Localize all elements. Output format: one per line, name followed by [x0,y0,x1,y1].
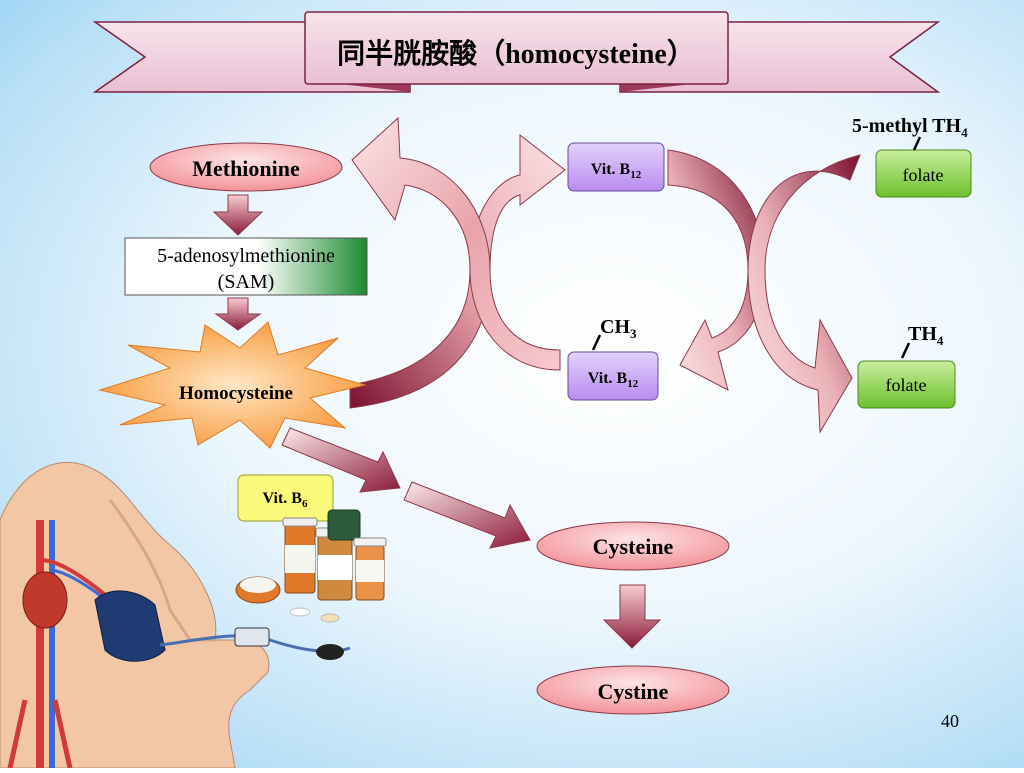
methyl-th4-label-group: 5-methyl TH4 [852,115,968,151]
homocysteine-label: Homocysteine [179,383,293,404]
blood-pressure-cuff [94,590,166,662]
svg-text:5-methyl TH4: 5-methyl TH4 [852,115,968,140]
th4-sub: 4 [937,333,944,348]
svg-text:TH4: TH4 [908,323,944,348]
arrow-homocysteine-to-vitb6 [281,427,401,493]
curved-arrow-to-vitb12-bottom [667,149,766,391]
svg-text:Vit. B12: Vit. B12 [588,370,639,390]
sam-label-line2: (SAM) [218,271,275,293]
cycle-arrows [349,116,861,434]
arrow-vitb6-to-cysteine [403,481,531,549]
folate-top-box: folate [875,149,972,198]
arrow-cysteine-to-cystine [602,584,662,649]
arrow-methionine-to-sam [212,194,264,236]
methionine-label: Methionine [192,156,300,181]
folate-bottom-box: folate [857,360,956,409]
vitb12-bottom-sub: 12 [627,378,639,390]
down-arrows [212,194,662,649]
vitb12-bottom-box: Vit. B12 [567,351,659,401]
vitb6-sub: 6 [302,498,308,510]
sam-node: 5-adenosylmethionine (SAM) [124,237,368,296]
folate-top-label: folate [903,165,944,185]
vitb12-top-sub: 12 [630,169,642,181]
svg-text:CH3: CH3 [600,316,637,341]
vitb12-bottom-label: Vit. B [588,370,628,387]
cystine-node: Cystine [536,665,730,715]
cysteine-label: Cysteine [593,534,674,559]
page-title: 同半胱胺酸（homocysteine） [337,37,695,70]
curved-arrow-to-vitb12 [349,133,566,409]
cystine-label: Cystine [598,679,669,704]
svg-text:Vit. B12: Vit. B12 [591,161,642,181]
transsulfuration-arrows [281,427,531,549]
curved-arrow-to-methionine [351,116,561,371]
th4-label: TH [908,323,937,345]
human-anatomy-illustration [0,461,351,769]
ch3-label: CH [600,316,630,338]
cysteine-node: Cysteine [536,521,730,571]
th4-label-group: TH4 [900,323,944,359]
vitb6-box: Vit. B6 [237,474,334,522]
methyl-th4-sub: 4 [961,125,968,140]
homocysteine-node: Homocysteine [98,321,367,449]
folate-bottom-label: folate [886,375,927,395]
methyl-th4-label: 5-methyl TH [852,115,962,137]
vitb12-top-box: Vit. B12 [567,142,665,192]
svg-text:Vit. B6: Vit. B6 [263,490,308,510]
sam-label-line1: 5-adenosylmethionine [157,245,335,267]
methionine-node: Methionine [149,142,343,192]
pill-bottles-illustration [235,509,387,623]
vitb12-top-label: Vit. B [591,161,631,178]
curved-arrow-to-th4-folate [747,154,861,434]
slide-number: 40 [941,711,959,731]
arrow-sam-to-homocysteine [214,297,262,331]
ch3-label-group: CH3 [591,316,637,351]
title-banner: 同半胱胺酸（homocysteine） [92,11,941,93]
ch3-sub: 3 [630,326,637,341]
bp-gauge [234,627,270,647]
vitb6-label: Vit. B [263,490,303,507]
